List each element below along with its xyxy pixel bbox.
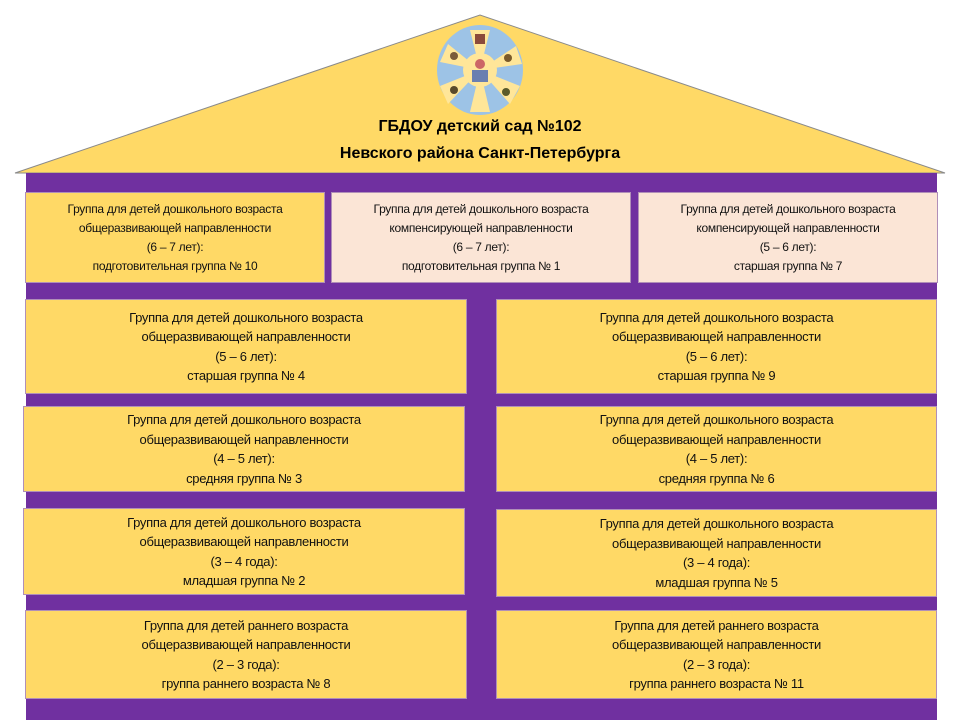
- group-card-8: Группа для детей раннего возраста общера…: [25, 610, 467, 699]
- group-name: младшая группа № 2: [182, 573, 306, 588]
- group-type: Группа для детей раннего возраста: [614, 617, 819, 633]
- group-focus: общеразвивающей направленности: [612, 329, 821, 344]
- group-focus: общеразвивающей направленности: [139, 431, 349, 447]
- group-type: Группа для детей дошкольного возраста: [599, 412, 834, 427]
- group-age: (5 – 6 лет):: [685, 348, 748, 364]
- group-focus: общеразвивающей направленности: [141, 637, 351, 652]
- group-type: Группа для детей дошкольного возраста: [680, 201, 896, 216]
- group-age: (5 – 6 лет):: [759, 239, 817, 254]
- group-name: младшая группа № 5: [655, 574, 778, 590]
- group-card-2: Группа для детей дошкольного возраста об…: [23, 508, 465, 595]
- group-type: Группа для детей дошкольного возраста: [127, 412, 361, 427]
- group-focus: общеразвивающей направленности: [139, 534, 349, 549]
- group-age: (6 – 7 лет):: [452, 239, 510, 254]
- group-focus: общеразвивающей направленности: [141, 329, 351, 344]
- group-type: Группа для детей дошкольного возраста: [599, 516, 834, 531]
- group-card-1: Группа для детей дошкольного возраста ко…: [331, 192, 631, 283]
- group-focus: компенсирующей направленности: [696, 220, 880, 235]
- group-type: Группа для детей раннего возраста: [143, 617, 349, 633]
- group-name: подготовительная группа № 1: [401, 258, 561, 273]
- group-age: (4 – 5 лет):: [213, 451, 275, 466]
- group-focus: общеразвивающей направленности: [78, 220, 272, 235]
- group-focus: компенсирующей направленности: [389, 220, 573, 235]
- group-age: (6 – 7 лет):: [146, 239, 204, 254]
- group-age: (2 – 3 года):: [682, 656, 751, 672]
- group-name: старшая группа № 4: [187, 368, 305, 383]
- kindergarten-logo: [437, 25, 523, 115]
- group-name: средняя группа № 3: [186, 470, 302, 486]
- group-age: (2 – 3 года):: [212, 656, 280, 672]
- group-type: Группа для детей дошкольного возраста: [127, 514, 361, 530]
- group-card-6: Группа для детей дошкольного возраста об…: [496, 406, 937, 492]
- title-line2: Невского района Санкт-Петербурга: [339, 145, 621, 162]
- group-age: (4 – 5 лет):: [685, 451, 748, 466]
- group-type: Группа для детей дошкольного возраста: [67, 201, 283, 216]
- group-name: группа раннего возраста № 11: [629, 676, 804, 691]
- group-name: старшая группа № 7: [733, 258, 843, 273]
- title-line1: ГБДОУ детский сад №102: [378, 118, 582, 135]
- group-age: (5 – 6 лет):: [215, 348, 277, 364]
- group-age: (3 – 4 года):: [210, 553, 278, 569]
- group-type: Группа для детей дошкольного возраста: [599, 309, 834, 325]
- group-name: группа раннего возраста № 8: [161, 676, 331, 691]
- group-focus: общеразвивающей направленности: [612, 431, 821, 447]
- group-name: средняя группа № 6: [658, 470, 775, 486]
- group-card-4: Группа для детей дошкольного возраста об…: [25, 299, 467, 394]
- group-card-10: Группа для детей дошкольного возраста об…: [25, 192, 325, 283]
- group-type: Группа для детей дошкольного возраста: [129, 309, 363, 325]
- group-card-5: Группа для детей дошкольного возраста об…: [496, 509, 937, 597]
- group-card-7: Группа для детей дошкольного возраста ко…: [638, 192, 938, 283]
- group-card-3: Группа для детей дошкольного возраста об…: [23, 406, 465, 492]
- group-focus: общеразвивающей направленности: [612, 535, 821, 551]
- group-card-11: Группа для детей раннего возраста общера…: [496, 610, 937, 699]
- group-age: (3 – 4 года):: [682, 555, 751, 570]
- group-name: подготовительная группа № 10: [92, 258, 258, 273]
- group-name: старшая группа № 9: [657, 368, 776, 383]
- group-focus: общеразвивающей направленности: [612, 637, 821, 652]
- group-card-9: Группа для детей дошкольного возраста об…: [496, 299, 937, 394]
- group-type: Группа для детей дошкольного возраста: [373, 201, 589, 216]
